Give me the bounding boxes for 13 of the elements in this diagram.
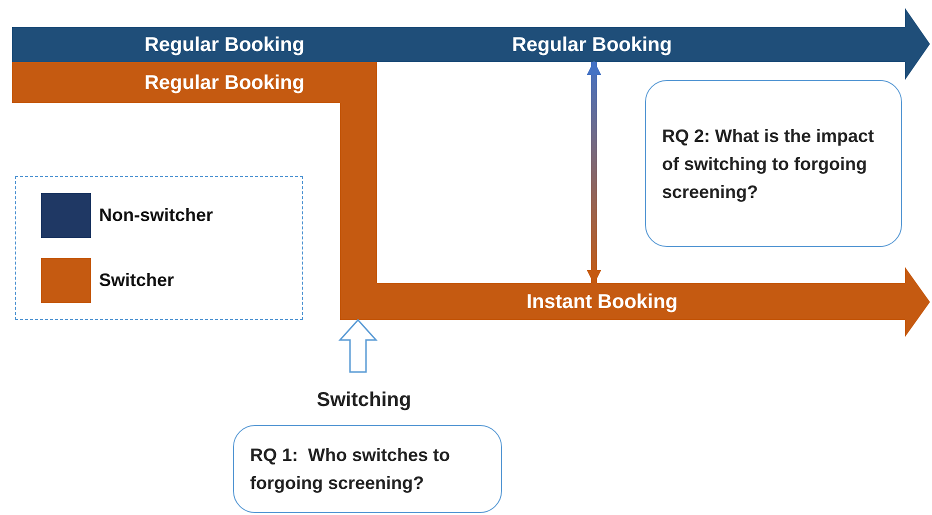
switching-label: Switching <box>316 388 412 413</box>
band-label: Regular Booking <box>144 32 304 58</box>
band-label: Regular Booking <box>144 70 304 96</box>
legend-text: Non-switcher <box>99 204 214 227</box>
question-text: RQ 1: Who switches to forgoing screening? <box>250 444 452 495</box>
band-label: Regular Booking <box>512 32 672 58</box>
double-arrow <box>586 60 602 284</box>
legend-text: Switcher <box>99 269 174 292</box>
question-box <box>233 425 502 513</box>
band-label: Instant Booking <box>526 290 678 314</box>
question-text: RQ 2: What is the impact of switching to forgoing screening? <box>662 124 876 204</box>
question-box <box>645 80 902 247</box>
hollow-arrow <box>338 318 378 373</box>
